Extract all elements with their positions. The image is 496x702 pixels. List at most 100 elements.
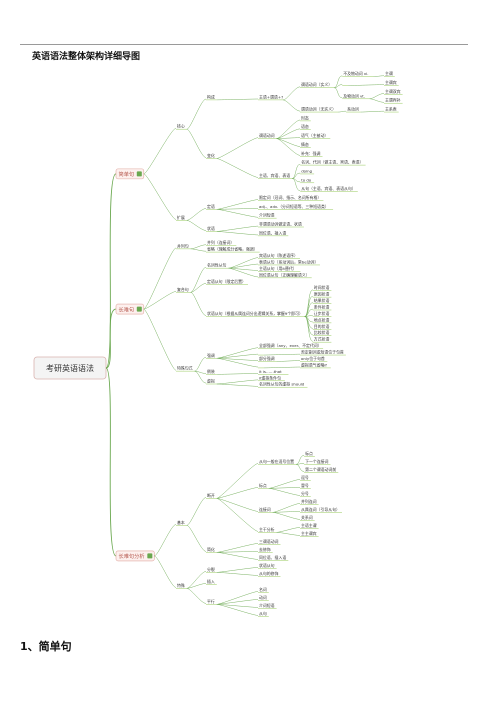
node-label: 主语、宾语、表语 bbox=[259, 173, 290, 178]
node-connector bbox=[276, 532, 301, 536]
node-label: 分号 bbox=[301, 491, 309, 496]
node-label: if虚拟条件句 bbox=[259, 375, 281, 380]
node-label: 从句（主语、宾语、表语从句） bbox=[301, 186, 355, 191]
node-connector bbox=[216, 353, 259, 359]
node-connector bbox=[268, 479, 301, 489]
node-connector bbox=[143, 291, 177, 310]
node-label: 条件状语 bbox=[314, 305, 330, 310]
node-label: doing bbox=[301, 168, 312, 173]
node-label: 状语从句 bbox=[259, 563, 275, 568]
node-label: 系动词 bbox=[347, 107, 359, 112]
node-label: 扩展 bbox=[177, 215, 185, 220]
node-label: 表语从句（系动词后，常be动词） bbox=[259, 259, 318, 264]
node-connector bbox=[263, 366, 301, 369]
note-icon bbox=[136, 171, 142, 177]
node-connector bbox=[216, 383, 259, 387]
branch-connector bbox=[105, 308, 117, 369]
node-label: 并列句 bbox=[177, 243, 189, 248]
node-label: 主系表 bbox=[385, 107, 397, 112]
node-connector bbox=[296, 464, 305, 472]
node-label: 省略（理解成分省略，强调） bbox=[207, 247, 258, 252]
node-connector bbox=[276, 138, 301, 156]
branch-connector bbox=[105, 367, 117, 557]
node-label: 并列（连接词） bbox=[207, 240, 234, 245]
node-connector bbox=[143, 128, 177, 175]
node-label: 同位语、插入语 bbox=[259, 230, 286, 235]
node-label: 插入 bbox=[207, 579, 215, 584]
node-connector bbox=[216, 591, 259, 605]
node-connector bbox=[186, 497, 207, 526]
node-label: 三谓语动词 bbox=[259, 539, 279, 544]
node-label: 目的状语 bbox=[314, 324, 330, 329]
node-connector bbox=[268, 487, 301, 489]
node-connector bbox=[276, 128, 301, 139]
node-label: adj.、adv.（分词短语等、三种短语类） bbox=[259, 204, 329, 209]
node-connector bbox=[268, 488, 301, 496]
node-label: 宾语从句（陈述语序） bbox=[259, 253, 298, 258]
node-connector bbox=[276, 138, 301, 147]
node-label: 从句 bbox=[259, 611, 267, 616]
node-label: 主谓宾 bbox=[385, 80, 397, 85]
node-connector bbox=[216, 543, 259, 553]
node-connector bbox=[216, 552, 259, 560]
node-label: 介词短语 bbox=[259, 213, 275, 218]
node-connector bbox=[216, 231, 259, 236]
node-connector bbox=[216, 137, 259, 159]
node-connector bbox=[369, 98, 385, 103]
node-label: 平行 bbox=[207, 599, 215, 604]
node-label: only位于句首 bbox=[301, 356, 325, 361]
node-connector bbox=[216, 567, 259, 573]
node-label: 主干分析 bbox=[259, 527, 275, 532]
node-connector bbox=[216, 599, 259, 605]
node-label: 标点 bbox=[305, 451, 313, 456]
node-label: 否定副词或短语位于句首 bbox=[301, 350, 344, 355]
node-connector bbox=[216, 373, 259, 375]
node-label: 下一个连接词 bbox=[305, 459, 328, 464]
note-icon bbox=[147, 553, 153, 559]
node-label: 虚拟语气省略if bbox=[301, 362, 327, 367]
node-connector bbox=[276, 137, 301, 139]
node-connector bbox=[190, 267, 207, 293]
node-label: 核心 bbox=[177, 124, 185, 129]
node-label: 原因状语 bbox=[314, 292, 330, 297]
node-connector bbox=[194, 370, 207, 384]
node-connector bbox=[334, 75, 343, 88]
node-label: 简化 bbox=[207, 547, 215, 552]
node-label: 结果状语 bbox=[314, 298, 330, 303]
node-label: 名词性从句的虚拟 should bbox=[259, 382, 305, 387]
node-label: 非谓语动词做定语、状语 bbox=[259, 222, 302, 227]
node-connector bbox=[283, 86, 301, 101]
node-connector bbox=[228, 263, 259, 269]
node-connector bbox=[216, 358, 259, 368]
node-connector bbox=[338, 110, 347, 113]
node-connector bbox=[272, 503, 301, 513]
node-connector bbox=[216, 199, 259, 210]
node-connector bbox=[276, 527, 301, 533]
node-label: 主谓 bbox=[385, 71, 393, 76]
node-label: 时态 bbox=[301, 115, 309, 120]
node-label: 主语从句（用it替代） bbox=[259, 266, 297, 271]
node-label: 语态 bbox=[301, 124, 309, 129]
node-connector bbox=[186, 98, 207, 130]
node-connector bbox=[304, 316, 313, 342]
node-label: 特殊句式 bbox=[177, 366, 193, 371]
node-label: 从句一般在逗号位置 bbox=[259, 459, 294, 464]
node-label: 情态 bbox=[301, 142, 309, 147]
node-connector bbox=[272, 512, 301, 520]
node-connector bbox=[369, 93, 385, 100]
note-icon bbox=[136, 306, 142, 312]
node-connector bbox=[216, 498, 259, 532]
node-label: 限定词（冠词、指示、名词所有格） bbox=[259, 195, 321, 200]
node-label: 时间状语 bbox=[314, 285, 330, 290]
node-connector bbox=[348, 84, 385, 86]
node-label: to do bbox=[301, 177, 312, 182]
node-label: 同位语、插入语 bbox=[259, 555, 286, 560]
node-connector bbox=[283, 99, 301, 112]
node-label: 同位语从句（正确理解语义） bbox=[259, 272, 310, 277]
node-label: 标点 bbox=[259, 483, 267, 488]
node-label: 名词、代词（做主语、宾语、表语） bbox=[301, 160, 363, 165]
node-connector bbox=[216, 347, 259, 359]
node-label: 定语从句（限定后置） bbox=[207, 279, 246, 284]
node-label: 部分强调 bbox=[259, 356, 275, 361]
